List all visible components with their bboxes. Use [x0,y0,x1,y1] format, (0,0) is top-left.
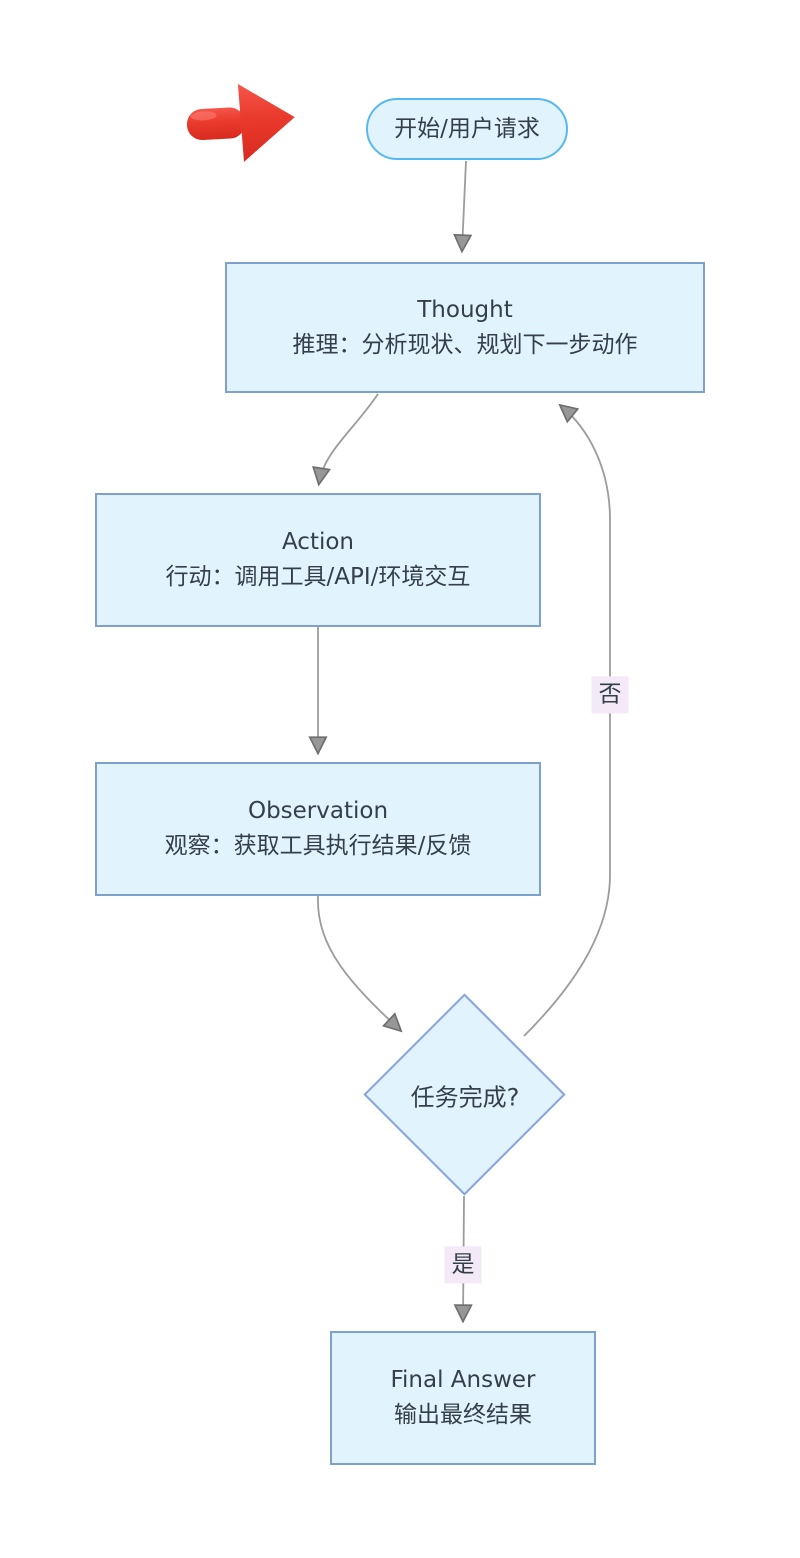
node-final-answer: Final Answer 输出最终结果 [330,1331,596,1465]
edge-start-to-thought [462,160,466,250]
start-label: 开始/用户请求 [394,115,540,142]
edge-decision-no-to-thought [523,406,611,1037]
thought-subtitle: 推理：分析现状、规划下一步动作 [292,331,638,358]
decision-label: 任务完成? [410,1083,520,1112]
observation-title: Observation [247,798,389,824]
edge-thought-to-action [319,393,379,483]
observation-subtitle: 观察：获取工具执行结果/反馈 [164,833,472,859]
action-subtitle: 行动：调用工具/API/环境交互 [165,564,471,590]
node-thought: Thought 推理：分析现状、规划下一步动作 [225,262,705,393]
final-answer-title: Final Answer [390,1367,536,1393]
thought-title: Thought [417,296,513,323]
edge-label-no: 否 [591,676,629,714]
node-observation: Observation 观察：获取工具执行结果/反馈 [95,762,541,896]
red-arrow-icon [186,84,295,162]
edge-label-yes: 是 [444,1246,482,1284]
action-title: Action [281,529,355,555]
final-answer-subtitle: 输出最终结果 [394,1402,532,1428]
edge-observation-to-decision [317,895,400,1030]
node-start: 开始/用户请求 [366,98,568,160]
node-action: Action 行动：调用工具/API/环境交互 [95,493,541,627]
